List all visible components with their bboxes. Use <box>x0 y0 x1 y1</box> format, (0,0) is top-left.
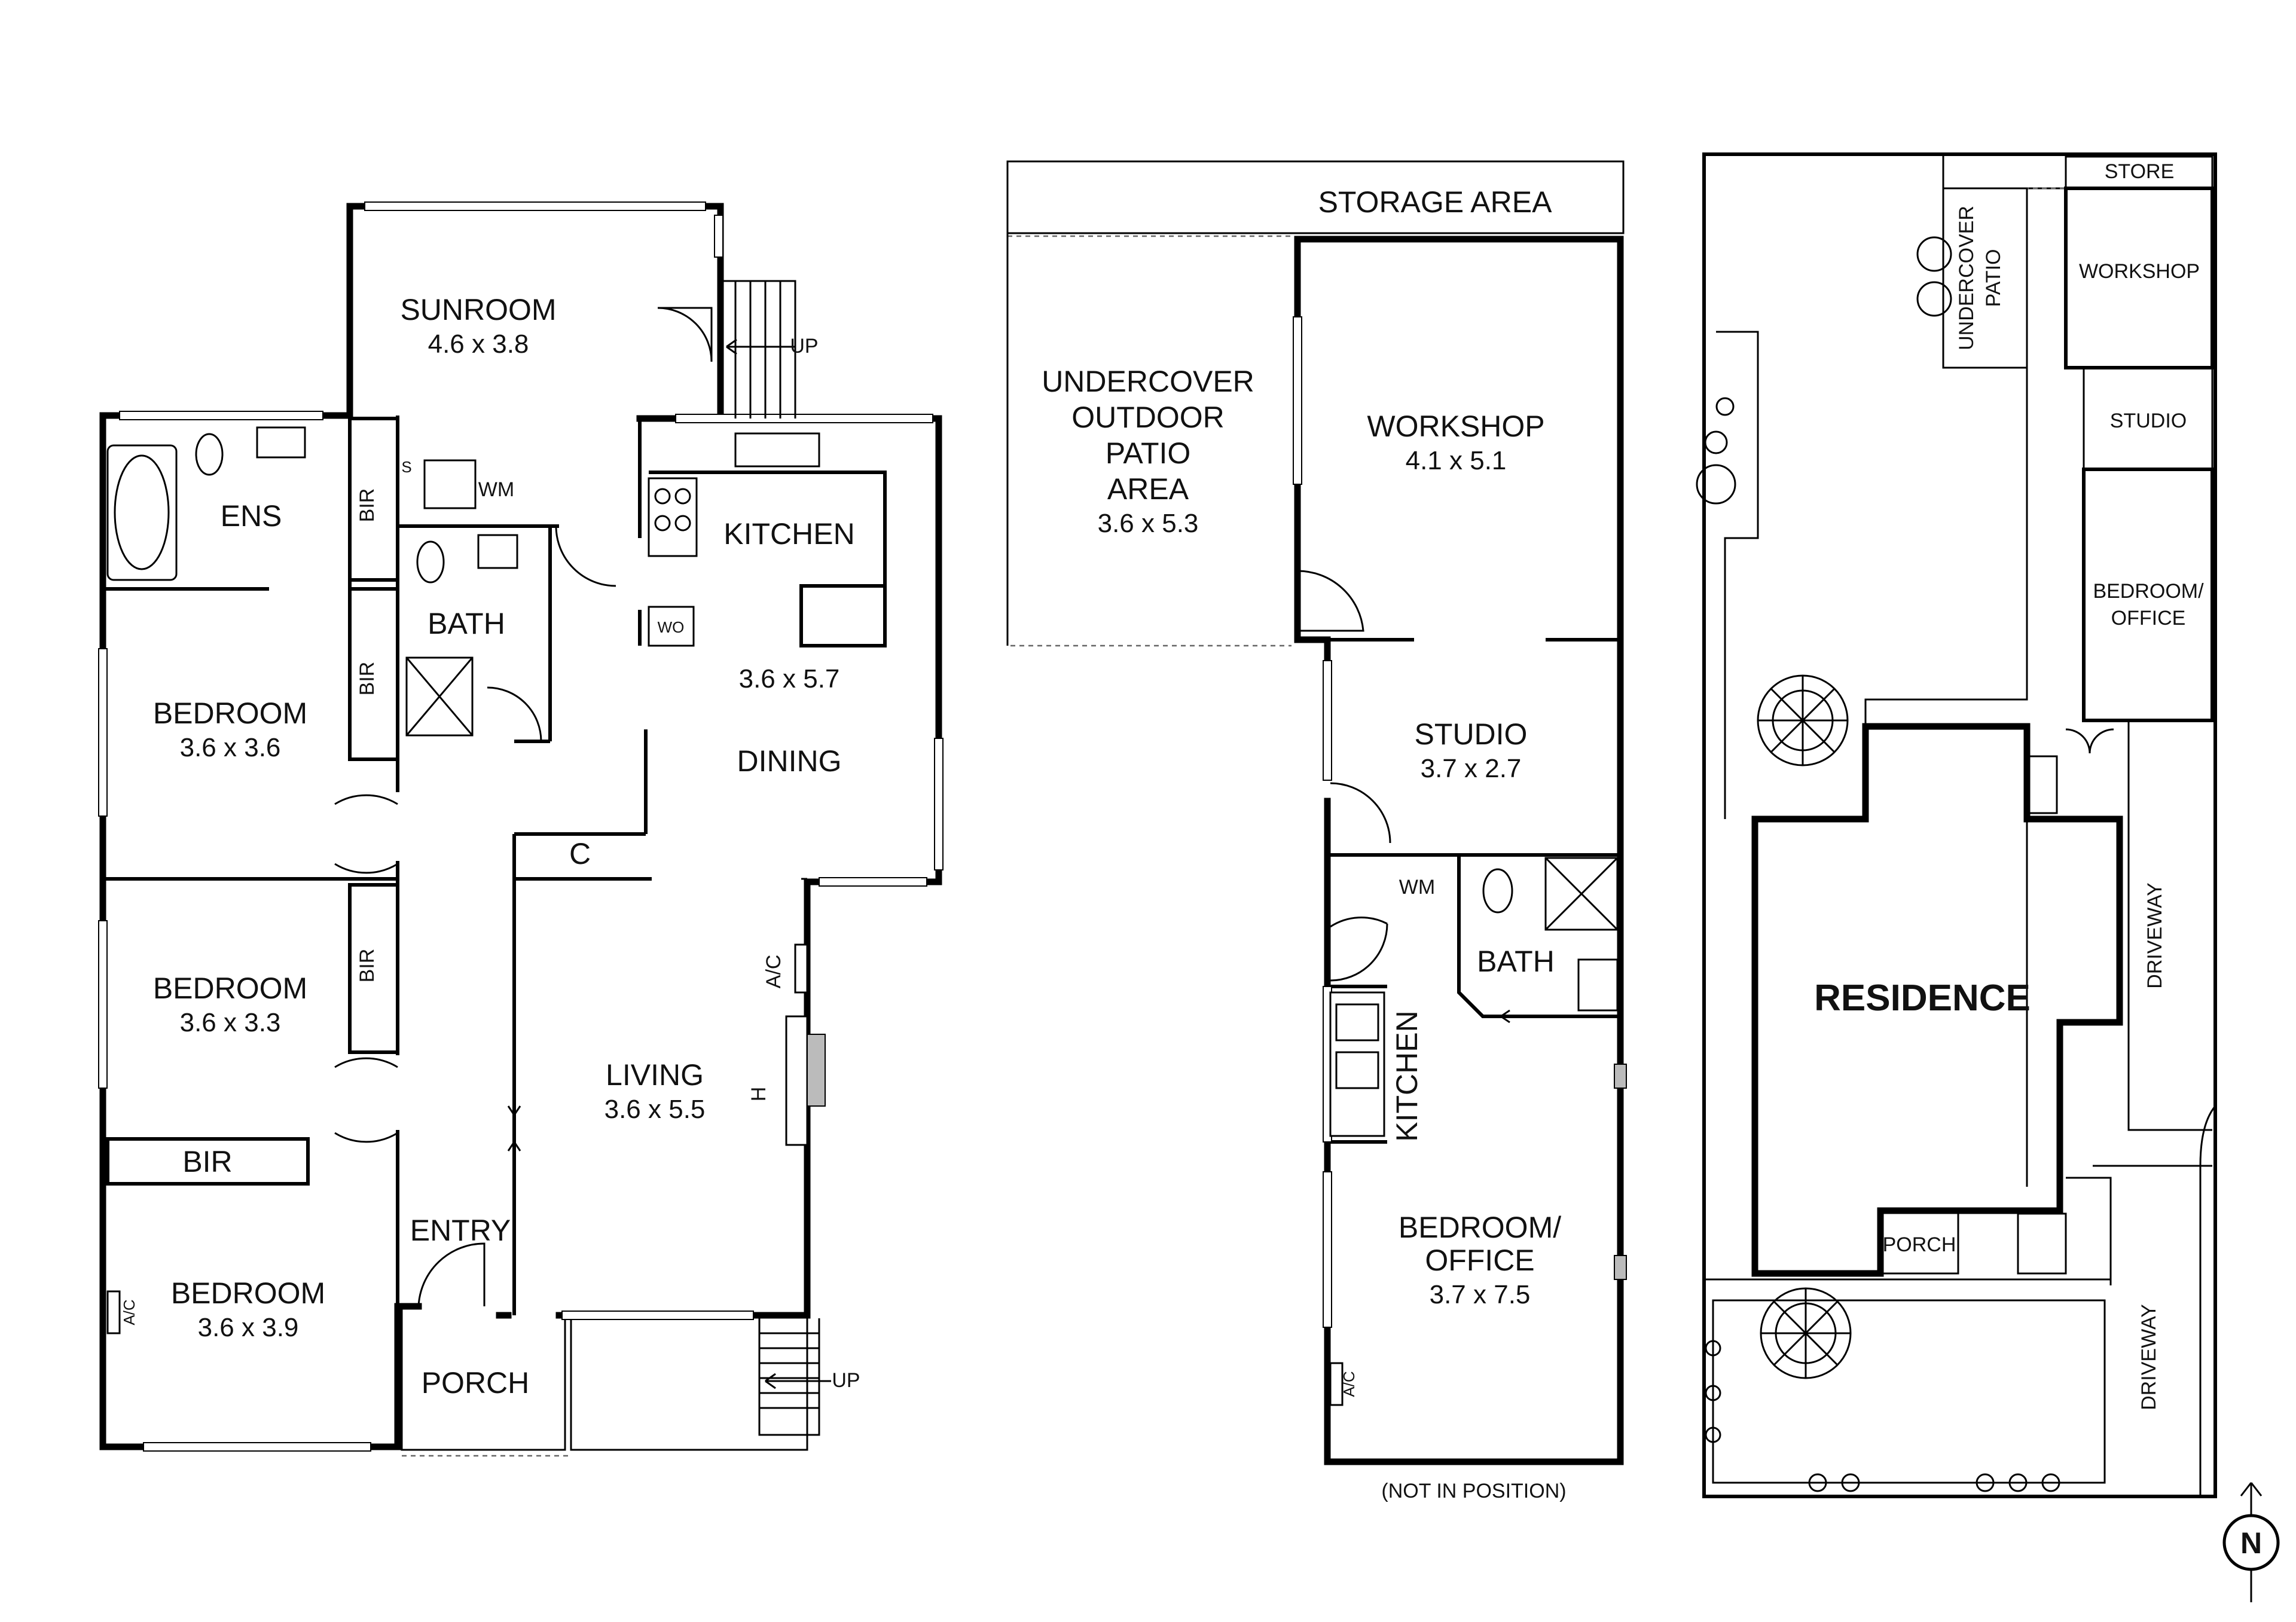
bedroom-label: BEDROOM <box>171 1276 325 1310</box>
toilet-icon <box>195 433 224 476</box>
kitchen-label: KITCHEN <box>1390 1010 1424 1141</box>
studio-label: STUDIO <box>2110 410 2187 432</box>
vanity-basin-icon <box>256 426 306 459</box>
laundry-trough-icon <box>423 459 477 509</box>
basin-icon <box>477 534 518 569</box>
storage-area-label: STORAGE AREA <box>1318 185 1553 219</box>
site-plan: STORE UNDERCOVER PATIO WORKSHOP STUDIO B… <box>1696 152 2217 1498</box>
tree-icon <box>1757 674 1849 766</box>
bir-label: BIR <box>356 662 378 696</box>
ens-label: ENS <box>221 499 282 533</box>
ground-floor-plan: SUNROOM 4.6 x 3.8 UP ENS BIR S WM BATH B… <box>98 201 944 1457</box>
rear-steps <box>720 280 796 419</box>
bedroom-dimensions: 3.6 x 3.6 <box>180 733 281 762</box>
up-label: UP <box>832 1369 860 1392</box>
shrub-icon <box>1696 236 2060 1492</box>
bedroom-office-label-line1: BEDROOM/ <box>1399 1211 1561 1244</box>
patio-label-line4: AREA <box>1107 472 1189 506</box>
living-label: LIVING <box>606 1058 704 1092</box>
porch-label: PORCH <box>422 1366 530 1400</box>
kitchen-dimensions: 3.6 x 5.7 <box>739 664 840 694</box>
basin-icon <box>1577 958 1619 1012</box>
porch-label: PORCH <box>1883 1233 1956 1256</box>
air-conditioner-icon <box>106 1290 121 1334</box>
entry-label: ENTRY <box>410 1214 511 1247</box>
store-label: STORE <box>2105 160 2175 183</box>
kitchen-sink-icon <box>734 432 820 468</box>
kitchen-bench-icon <box>1329 991 1385 1137</box>
ac-label: A/C <box>120 1299 138 1325</box>
toilet-icon <box>416 540 445 584</box>
bedroom-office-label-line1: BEDROOM/ <box>2093 580 2204 603</box>
workshop-label: WORKSHOP <box>2079 260 2200 283</box>
bir-label: BIR <box>356 488 378 523</box>
wm-label: WM <box>1399 876 1435 899</box>
up-label: UP <box>790 335 818 358</box>
living-dimensions: 3.6 x 5.5 <box>604 1095 706 1124</box>
bir-label: BIR <box>356 949 378 983</box>
kitchen-label: KITCHEN <box>723 517 854 551</box>
studio-dimensions: 3.7 x 2.7 <box>1421 754 1522 783</box>
driveway-label: DRIVEWAY <box>2144 882 2166 989</box>
ac-label: A/C <box>1340 1371 1358 1397</box>
bedroom-office-dimensions: 3.7 x 7.5 <box>1430 1280 1531 1309</box>
residence-label: RESIDENCE <box>1814 978 2031 1019</box>
patio-dimensions: 3.6 x 5.3 <box>1098 509 1199 538</box>
bathtub-icon <box>106 444 178 581</box>
cooktop-icon <box>648 477 698 557</box>
dining-label: DINING <box>737 744 842 778</box>
undercover-patio-label-line1: UNDERCOVER <box>1955 206 1978 350</box>
front-steps <box>758 1318 831 1436</box>
air-conditioner-icon <box>794 943 808 994</box>
bath-label: BATH <box>1477 945 1555 978</box>
studio-label: STUDIO <box>1415 717 1528 751</box>
not-in-position-note: (NOT IN POSITION) <box>1381 1480 1566 1502</box>
bedroom-label: BEDROOM <box>153 697 307 730</box>
sunroom-dimensions: 4.6 x 3.8 <box>428 329 529 359</box>
compass-north-label: N <box>2240 1526 2262 1560</box>
north-arrow-icon: N <box>2222 1482 2280 1602</box>
patio-label-line1: UNDERCOVER <box>1042 365 1254 398</box>
bir-label: BIR <box>182 1145 232 1178</box>
workshop-label: WORKSHOP <box>1367 410 1544 443</box>
driveway-label: DRIVEWAY <box>2138 1304 2160 1410</box>
wo-label: WO <box>658 618 685 636</box>
bedroom-dimensions: 3.6 x 3.9 <box>198 1313 299 1342</box>
toilet-icon <box>1482 868 1513 914</box>
outbuilding-plan: STORAGE AREA UNDERCOVER OUTDOOR PATIO AR… <box>1006 160 1627 1502</box>
undercover-patio-label-line2: PATIO <box>1982 249 2005 307</box>
air-conditioner-icon <box>1329 1362 1344 1406</box>
patio-label-line2: OUTDOOR <box>1071 401 1225 434</box>
bath-label: BATH <box>428 607 505 640</box>
ac-label: A/C <box>762 955 785 989</box>
s-label: S <box>401 458 411 476</box>
patio-label-line3: PATIO <box>1106 436 1191 470</box>
heater-label: H <box>747 1087 770 1102</box>
heater-icon <box>785 1015 808 1146</box>
bedroom-dimensions: 3.6 x 3.3 <box>180 1008 281 1037</box>
tree-icon <box>1760 1287 1852 1379</box>
workshop-dimensions: 4.1 x 5.1 <box>1406 446 1507 475</box>
cupboard-label: C <box>569 837 591 870</box>
bedroom-office-label-line2: OFFICE <box>1425 1244 1534 1277</box>
bedroom-office-label-line2: OFFICE <box>2111 607 2186 630</box>
bedroom-label: BEDROOM <box>153 972 307 1005</box>
wall-oven-icon <box>648 606 695 647</box>
sunroom-label: SUNROOM <box>400 293 556 326</box>
wm-label: WM <box>478 478 514 501</box>
